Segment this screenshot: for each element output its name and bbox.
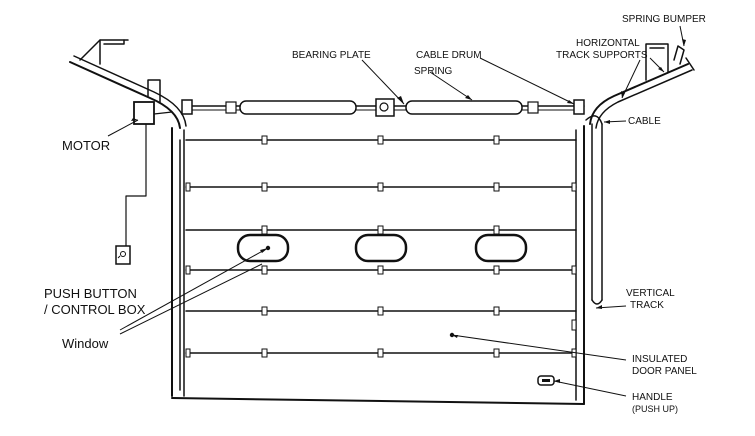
label-spring-bumper: SPRING BUMPER: [622, 14, 706, 25]
windows: [236, 233, 528, 263]
label-insulated-1: INSULATED: [632, 354, 687, 365]
spring-right: [405, 100, 523, 115]
label-cable-drum: CABLE DRUM: [416, 50, 482, 61]
window-center: [354, 233, 408, 263]
left-cable-drum: [181, 99, 193, 115]
label-push-button-2: / CONTROL BOX: [44, 302, 146, 317]
door-handle[interactable]: [537, 375, 555, 386]
motor: [133, 79, 173, 125]
label-bearing-plate: BEARING PLATE: [292, 50, 371, 61]
label-motor: MOTOR: [62, 138, 110, 153]
label-vertical-1: VERTICAL: [626, 288, 675, 299]
right-cable-drum: [573, 99, 585, 115]
spring-left: [239, 100, 357, 115]
leader-arrowheads: [131, 39, 686, 383]
control-box[interactable]: [115, 245, 131, 265]
control-wire: [125, 123, 147, 247]
left-horizontal-track: [69, 39, 187, 129]
leader-lines: [107, 25, 685, 397]
label-handle: HANDLE: [632, 392, 673, 403]
label-insulated-2: DOOR PANEL: [632, 366, 697, 377]
window-left: [236, 233, 290, 263]
torsion-shaft: [181, 98, 585, 117]
label-window: Window: [62, 336, 109, 351]
label-cable: CABLE: [628, 116, 661, 127]
label-push-button-1: PUSH BUTTON: [44, 286, 137, 301]
door-frame: [171, 125, 585, 405]
label-spring: SPRING: [414, 66, 453, 77]
label-handle-note: (PUSH UP): [632, 404, 678, 414]
window-right: [474, 233, 528, 263]
vertical-track: [585, 115, 603, 305]
label-horizontal-1: HORIZONTAL: [576, 38, 640, 49]
label-vertical-2: TRACK: [630, 300, 664, 311]
right-horizontal-track: [589, 43, 695, 129]
label-horizontal-2: TRACK SUPPORTS: [556, 50, 648, 61]
